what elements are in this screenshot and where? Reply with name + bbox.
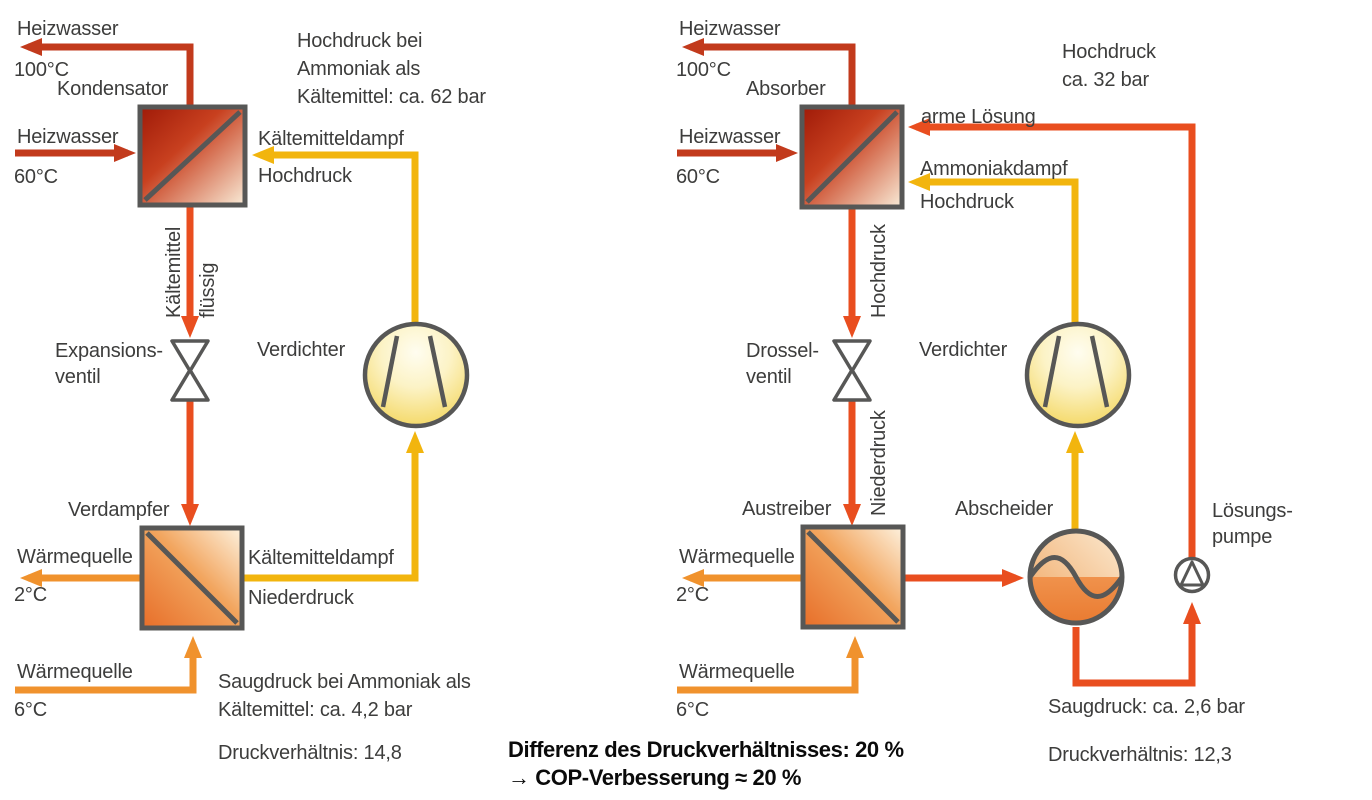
pressure-ratio-right: Druckverhältnis: 12,3 xyxy=(1048,744,1232,766)
pipe-heating-water-out-right xyxy=(682,38,856,112)
pipe-poor-solution xyxy=(908,118,1196,560)
suction-pressure-note-left: Saugdruck bei Ammoniak als Kältemittel: … xyxy=(218,671,471,721)
evaporator-diagonal xyxy=(145,531,239,625)
vapor-hp-pressure-left: Hochdruck xyxy=(258,165,352,187)
compressor-symbol-left xyxy=(362,321,470,429)
hw-in-label-right: Heizwasser xyxy=(679,126,781,148)
hw-out-label-right: Heizwasser xyxy=(679,18,781,40)
compressor-label-left: Verdichter xyxy=(257,339,346,361)
absorber-diagonal xyxy=(805,110,899,204)
ammonia-vapor-label: Ammoniakdampf xyxy=(920,158,1068,180)
hs-out-temp-right: 2°C xyxy=(676,584,709,606)
hw-out-temp-left: 100°C xyxy=(14,59,69,81)
vapor-hp-label-left: Kältemitteldampf xyxy=(258,128,404,150)
hs-in-label-right: Wärmequelle xyxy=(679,661,795,683)
conclusion-text: Differenz des Druckverhältnisses: 20 % →… xyxy=(508,737,904,790)
generator-diagonal xyxy=(806,530,900,624)
high-pressure-note-left: Hochdruck bei Ammoniak als Kältemittel: … xyxy=(297,30,486,108)
hs-out-temp-left: 2°C xyxy=(14,584,47,606)
pipe-vapor-low-pressure-left xyxy=(242,431,424,582)
high-pressure-note-right: Hochdruck ca. 32 bar xyxy=(1062,41,1156,91)
separator-symbol xyxy=(1027,528,1125,626)
vapor-lp-pressure-left: Niederdruck xyxy=(248,587,354,609)
expansion-valve-label: Expansions- ventil xyxy=(55,340,163,388)
pipe-heating-water-out-left xyxy=(20,38,194,112)
hw-in-temp-right: 60°C xyxy=(676,166,720,188)
condenser-diagonal xyxy=(143,110,242,202)
pipe-vapor-high-pressure-left xyxy=(252,146,419,327)
hw-out-temp-right: 100°C xyxy=(676,59,731,81)
expansion-valve-symbol xyxy=(170,339,210,402)
evaporator-label: Verdampfer xyxy=(68,499,170,521)
pipe-heat-source-in-right xyxy=(677,636,864,694)
generator-label: Austreiber xyxy=(742,498,832,520)
solution-pump-label: Lösungs- pumpe xyxy=(1212,500,1293,548)
vapor-lp-label-left: Kältemitteldampf xyxy=(248,547,394,569)
condenser-label: Kondensator xyxy=(57,78,169,100)
poor-solution-label: arme Lösung xyxy=(921,106,1036,128)
throttle-valve-label: Drossel- ventil xyxy=(746,340,819,388)
hs-in-label-left: Wärmequelle xyxy=(17,661,133,683)
ammonia-pressure-label: Hochdruck xyxy=(920,191,1014,213)
hs-out-label-right: Wärmequelle xyxy=(679,546,795,568)
high-pressure-vertical-label: Hochdruck xyxy=(868,224,890,318)
compressor-label-right: Verdichter xyxy=(919,339,1008,361)
pipe-rich-solution-to-pump xyxy=(1072,602,1201,687)
separator-label: Abscheider xyxy=(955,498,1054,520)
solution-pump-symbol xyxy=(1173,556,1211,594)
suction-pressure-note-right: Saugdruck: ca. 2,6 bar xyxy=(1048,696,1245,718)
pipe-heat-source-in-left xyxy=(15,636,202,694)
hw-out-label-left: Heizwasser xyxy=(17,18,119,40)
liquid-refrigerant-label: Kältemittel xyxy=(163,226,185,318)
pressure-ratio-left: Druckverhältnis: 14,8 xyxy=(218,742,402,764)
hs-out-label-left: Wärmequelle xyxy=(17,546,133,568)
liquid-state-label: flüssig xyxy=(197,262,219,318)
pipe-ammonia-vapor-high-pressure xyxy=(908,173,1079,327)
hw-in-temp-left: 60°C xyxy=(14,166,58,188)
hw-in-label-left: Heizwasser xyxy=(17,126,119,148)
low-pressure-vertical-label: Niederdruck xyxy=(868,410,890,516)
absorber-label: Absorber xyxy=(746,78,826,100)
hs-in-temp-left: 6°C xyxy=(14,699,47,721)
compressor-symbol-right xyxy=(1024,321,1132,429)
hs-in-temp-right: 6°C xyxy=(676,699,709,721)
throttle-valve-symbol xyxy=(832,339,872,402)
